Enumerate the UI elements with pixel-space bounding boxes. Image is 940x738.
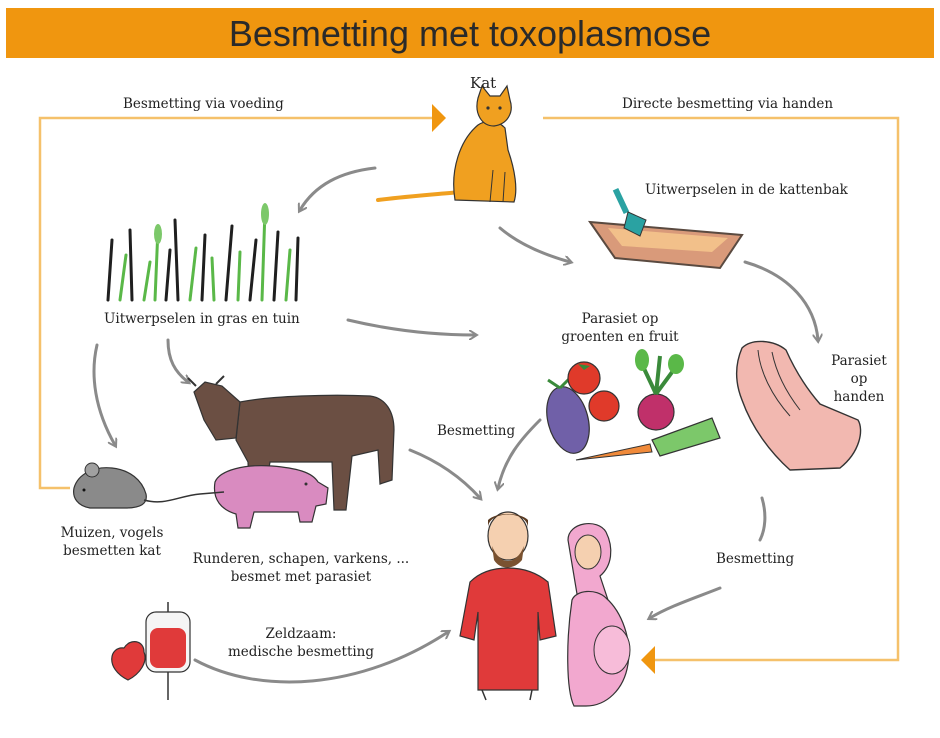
- label-mice-line-1: Muizen, vogels: [60, 525, 164, 541]
- flow-arrows: [92, 166, 818, 684]
- arrow-litterbox-to-hands: [743, 260, 818, 340]
- label-food-route: Besmetting via voeding: [123, 96, 284, 112]
- mouse-icon: [73, 462, 225, 509]
- cat-icon: [376, 84, 517, 203]
- label-vegetables: Parasiet op groenten en fruit: [555, 310, 685, 346]
- cycle-line-left: [38, 104, 446, 490]
- label-livestock: Runderen, schapen, varkens, ... besmet m…: [186, 550, 416, 586]
- cycle-arrow-head-bottom: [641, 646, 655, 674]
- label-mice-line-2: besmetten kat: [63, 543, 161, 559]
- label-mice: Muizen, vogels besmetten kat: [52, 524, 172, 560]
- label-hands: Parasiet op handen: [826, 352, 892, 406]
- label-medical-line-2: medische besmetting: [227, 644, 375, 660]
- hands-icon: [736, 340, 862, 471]
- arrow-livestock-to-humans: [408, 448, 480, 498]
- arrow-hands-to-humans: [650, 586, 722, 618]
- arrow-grass-to-vegetables: [346, 318, 475, 335]
- label-medical: Zeldzaam: medische besmetting: [226, 625, 376, 661]
- label-hands-line-3: handen: [833, 389, 885, 405]
- arrow-medical-to-humans: [193, 632, 448, 684]
- man-icon: [459, 511, 557, 701]
- label-livestock-line-1: Runderen, schapen, varkens, ...: [192, 551, 410, 567]
- title-bar: Besmetting met toxoplasmose: [6, 8, 934, 58]
- blood-bag-icon: [145, 602, 191, 700]
- heart-icon: [111, 641, 146, 681]
- cow-icon: [187, 375, 395, 511]
- arrow-cat-to-litterbox: [498, 226, 570, 262]
- label-vegetables-line-2: groenten en fruit: [561, 329, 679, 345]
- arrow-cat-to-grass: [300, 166, 377, 210]
- arrow-vegetables-to-humans: [498, 418, 542, 488]
- label-litterbox: Uitwerpselen in de kattenbak: [645, 182, 848, 198]
- cycle-line-right: [543, 116, 900, 674]
- page-title: Besmetting met toxoplasmose: [228, 13, 712, 54]
- grass-icon: [106, 203, 300, 302]
- label-medical-line-1: Zeldzaam:: [265, 626, 337, 642]
- label-hands-line-1: Parasiet: [831, 353, 887, 369]
- label-vegetables-line-1: Parasiet op: [581, 311, 659, 327]
- vegetables-icon: [546, 349, 721, 461]
- label-besmetting-right: Besmetting: [716, 551, 795, 567]
- pregnant-woman-icon: [567, 523, 631, 707]
- arrow-hands-to-humans-top: [758, 496, 767, 542]
- label-hands-route: Directe besmetting via handen: [622, 96, 834, 112]
- arrow-grass-to-mice: [92, 343, 115, 445]
- label-besmetting-left: Besmetting: [437, 423, 516, 439]
- label-grass: Uitwerpselen in gras en tuin: [104, 311, 300, 327]
- litterbox-icon: [587, 187, 744, 270]
- label-cat: Kat: [470, 74, 497, 92]
- cycle-arrow-head-top: [432, 104, 446, 132]
- label-hands-line-2: op: [850, 371, 868, 387]
- arrow-grass-to-cows: [166, 338, 188, 382]
- label-livestock-line-2: besmet met parasiet: [230, 569, 372, 585]
- pig-icon: [213, 465, 329, 529]
